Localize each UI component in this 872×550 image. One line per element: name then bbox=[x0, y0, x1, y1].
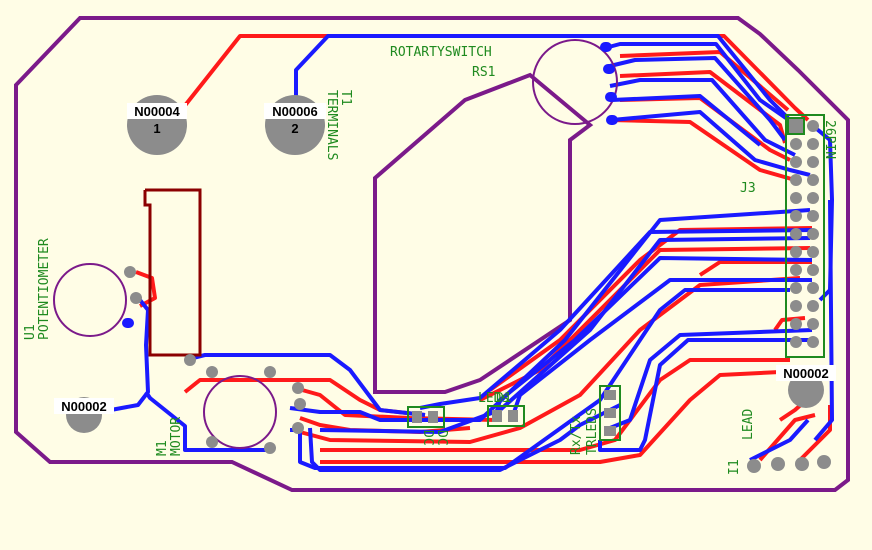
led-connector bbox=[487, 405, 525, 427]
motor-name: MOTOR bbox=[169, 417, 184, 456]
dc-ref: DC bbox=[434, 430, 449, 446]
pin-label-1: 1 bbox=[153, 121, 160, 136]
board-outline bbox=[14, 16, 850, 492]
header-ref: J3 bbox=[740, 181, 756, 196]
net-label-n2-left: N00002 bbox=[61, 399, 107, 414]
net-pad-right[interactable] bbox=[776, 365, 836, 408]
motor-ref: M1 bbox=[155, 440, 170, 456]
uart-name: Rx/Tx bbox=[569, 416, 584, 455]
leds-name: LEDs bbox=[478, 391, 509, 406]
leds-ref: D1 bbox=[496, 391, 512, 406]
dc-connector bbox=[407, 406, 445, 428]
net-pad-left[interactable] bbox=[54, 397, 114, 433]
dc-name: DC bbox=[420, 430, 435, 446]
potentiometer-name: POTENTIOMETER bbox=[37, 238, 52, 340]
motor-pins bbox=[184, 354, 306, 454]
lead-name: LEAD bbox=[741, 409, 756, 440]
terminals-name: TERMINALS bbox=[324, 90, 339, 160]
net-label-n4: N00004 bbox=[134, 104, 180, 119]
pin-label-2: 2 bbox=[291, 121, 298, 136]
uart-ref: TRLEDS bbox=[585, 408, 600, 455]
potentiometer-ref: U1 bbox=[23, 324, 38, 340]
rotary-switch-ref: RS1 bbox=[472, 65, 495, 80]
rotary-switch-body bbox=[532, 39, 618, 125]
terminals-ref: T1 bbox=[338, 90, 353, 106]
terminal-pad-1[interactable] bbox=[127, 95, 187, 155]
lead-pins bbox=[747, 455, 831, 473]
net-label-n6: N00006 bbox=[272, 104, 318, 119]
board-cutout bbox=[373, 72, 594, 394]
rotary-switch-pins bbox=[600, 42, 618, 125]
terminal-pad-2[interactable] bbox=[264, 95, 326, 155]
uart-connector bbox=[599, 385, 621, 441]
potentiometer-courtyard bbox=[143, 188, 202, 357]
header-name: 26PIN bbox=[822, 120, 837, 159]
motor-body bbox=[203, 375, 277, 449]
rotary-switch-name: ROTARTYSWITCH bbox=[390, 45, 492, 60]
lead-ref: I1 bbox=[727, 459, 742, 475]
potentiometer-body bbox=[53, 263, 127, 337]
header-26pin bbox=[785, 114, 825, 358]
net-label-n2-right: N00002 bbox=[783, 366, 829, 381]
bottom-traces bbox=[99, 34, 834, 472]
potentiometer-pins bbox=[122, 266, 142, 328]
